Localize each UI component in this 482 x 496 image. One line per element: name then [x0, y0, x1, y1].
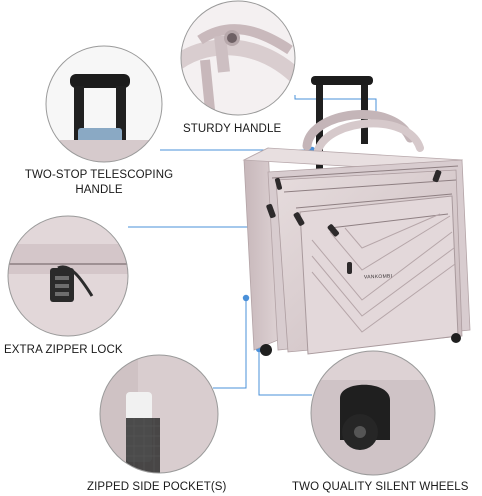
caption-telescoping-handle: TWO-STOP TELESCOPING HANDLE	[14, 168, 184, 198]
rolling-laptop-bag	[242, 76, 471, 356]
caption-telescoping-line2: HANDLE	[75, 184, 123, 196]
detail-circle-handle	[180, 0, 296, 116]
caption-zipper-lock: EXTRA ZIPPER LOCK	[4, 344, 123, 356]
detail-circle-side-pocket	[99, 354, 219, 474]
caption-side-pocket: ZIPPED SIDE POCKET(S)	[87, 481, 227, 493]
callout-line-handle	[294, 95, 377, 116]
chevron-quilting	[311, 213, 456, 333]
callout-line-pocket	[213, 298, 247, 389]
callout-line-wheels	[258, 352, 312, 396]
bag-wheels	[260, 333, 461, 356]
caption-telescoping-line1: TWO-STOP TELESCOPING	[24, 169, 174, 181]
detail-circle-telescoping-handle	[45, 45, 163, 163]
detail-circle-wheels	[310, 350, 436, 476]
caption-silent-wheels: TWO QUALITY SILENT WHEELS	[292, 481, 469, 493]
brand-label: VANKOMBI	[364, 273, 393, 280]
zipper-lines	[271, 165, 459, 229]
caption-sturdy-handle: STURDY HANDLE	[183, 123, 282, 135]
telescoping-handle-grip	[311, 76, 373, 85]
zipper-pulls	[266, 169, 442, 274]
detail-circle-zipper-lock	[7, 215, 129, 337]
carry-strap-front	[314, 119, 424, 154]
